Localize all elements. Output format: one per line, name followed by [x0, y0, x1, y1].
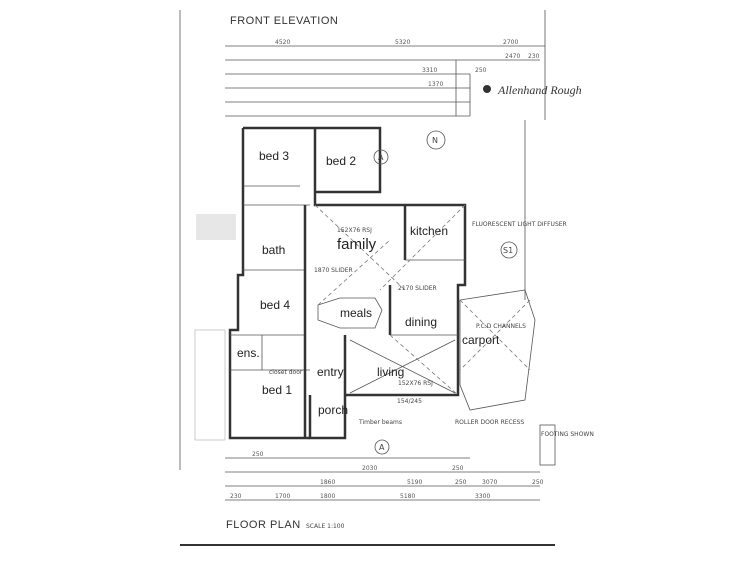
footing-box [539, 424, 556, 466]
dim-bottom-9: 3300 [475, 493, 490, 500]
smudge-mark [196, 214, 236, 240]
north-arrow: N [426, 130, 446, 150]
handwritten-note: Allenhand Rough [497, 83, 582, 97]
note-footing: FOOTING SHOWN [541, 431, 594, 438]
room-label-kitchen: kitchen [410, 224, 448, 238]
annotation-dot [483, 85, 491, 93]
dim-bottom-6: 250 [455, 479, 467, 486]
dim-bottom-11: 1860 [320, 479, 335, 486]
note-frame: 154/245 [397, 398, 422, 405]
dim-bottom-2: 2030 [362, 465, 377, 472]
section-marker-a-top: A [373, 149, 389, 165]
note-slider-family: 1870 SLIDER [314, 267, 353, 274]
floor-plan-title: FLOOR PLAN [226, 519, 301, 531]
note-beam-living: 152X76 RSJ [398, 380, 433, 387]
dim-bottom-4: 1700 [275, 493, 290, 500]
section-s1-label: S1 [503, 246, 513, 255]
note-beam-family: 152X76 RSJ [337, 227, 372, 234]
room-label-bed2: bed 2 [326, 154, 356, 168]
dim-bottom-1: 250 [252, 451, 264, 458]
dim-bottom-12: 1800 [320, 493, 335, 500]
room-label-dining: dining [405, 315, 437, 329]
room-label-bed4: bed 4 [260, 298, 290, 312]
dim-bottom-7: 3070 [482, 479, 497, 486]
section-a-bottom-label: A [379, 443, 385, 452]
dim-top-3: 2700 [503, 39, 518, 46]
scale-label: SCALE 1:100 [306, 523, 345, 530]
dim-bottom-8: 250 [532, 479, 544, 486]
note-fluorescent: FLUORESCENT LIGHT DIFFUSER [472, 221, 567, 228]
house-walls [228, 126, 467, 440]
room-label-bed3: bed 3 [259, 149, 289, 163]
left-dim-box [194, 329, 226, 441]
room-label-ens: ens. [237, 346, 260, 360]
room-label-bed1: bed 1 [262, 383, 292, 397]
dim-top-7: 1370 [428, 81, 443, 88]
room-label-living: living [377, 365, 404, 379]
bottom-dimensions: 250 2030 250 1700 5190 250 3070 250 3300… [225, 451, 544, 501]
room-label-porch: porch [318, 403, 348, 417]
section-marker-a-bottom: A [374, 439, 390, 455]
room-label-entry: entry [317, 365, 344, 379]
carport-outline [459, 289, 536, 411]
room-label-family: family [337, 236, 377, 253]
dim-bottom-5: 5190 [407, 479, 422, 486]
dim-top-5: 230 [528, 53, 540, 60]
room-label-bath: bath [262, 243, 285, 257]
section-marker-s1: S1 [500, 241, 518, 259]
room-label-meals: meals [340, 306, 372, 320]
section-a-top-label: A [378, 153, 384, 162]
front-elevation-title: FRONT ELEVATION [230, 15, 338, 27]
dim-top-8: 250 [475, 67, 487, 74]
dim-bottom-3: 250 [452, 465, 464, 472]
top-dimensions: 4520 5320 2700 2470 230 3310 1370 250 [225, 39, 545, 117]
dim-top-4: 2470 [505, 53, 520, 60]
note-roller-door: ROLLER DOOR RECESS [455, 419, 524, 426]
note-timber: Timber beams [358, 419, 402, 426]
room-label-carport: carport [462, 333, 500, 347]
dim-top-2: 5320 [395, 39, 410, 46]
dim-top-6: 3310 [422, 67, 437, 74]
roof-lines [314, 204, 466, 396]
note-slider-dining: 2170 SLIDER [398, 285, 437, 292]
note-closet: closet door [269, 369, 303, 376]
note-pcd-channels: P.C.D CHANNELS [476, 323, 526, 330]
dim-bottom-10: 5180 [400, 493, 415, 500]
dim-top-1: 4520 [275, 39, 290, 46]
north-label: N [432, 136, 438, 145]
dim-bottom-13: 230 [230, 493, 242, 500]
